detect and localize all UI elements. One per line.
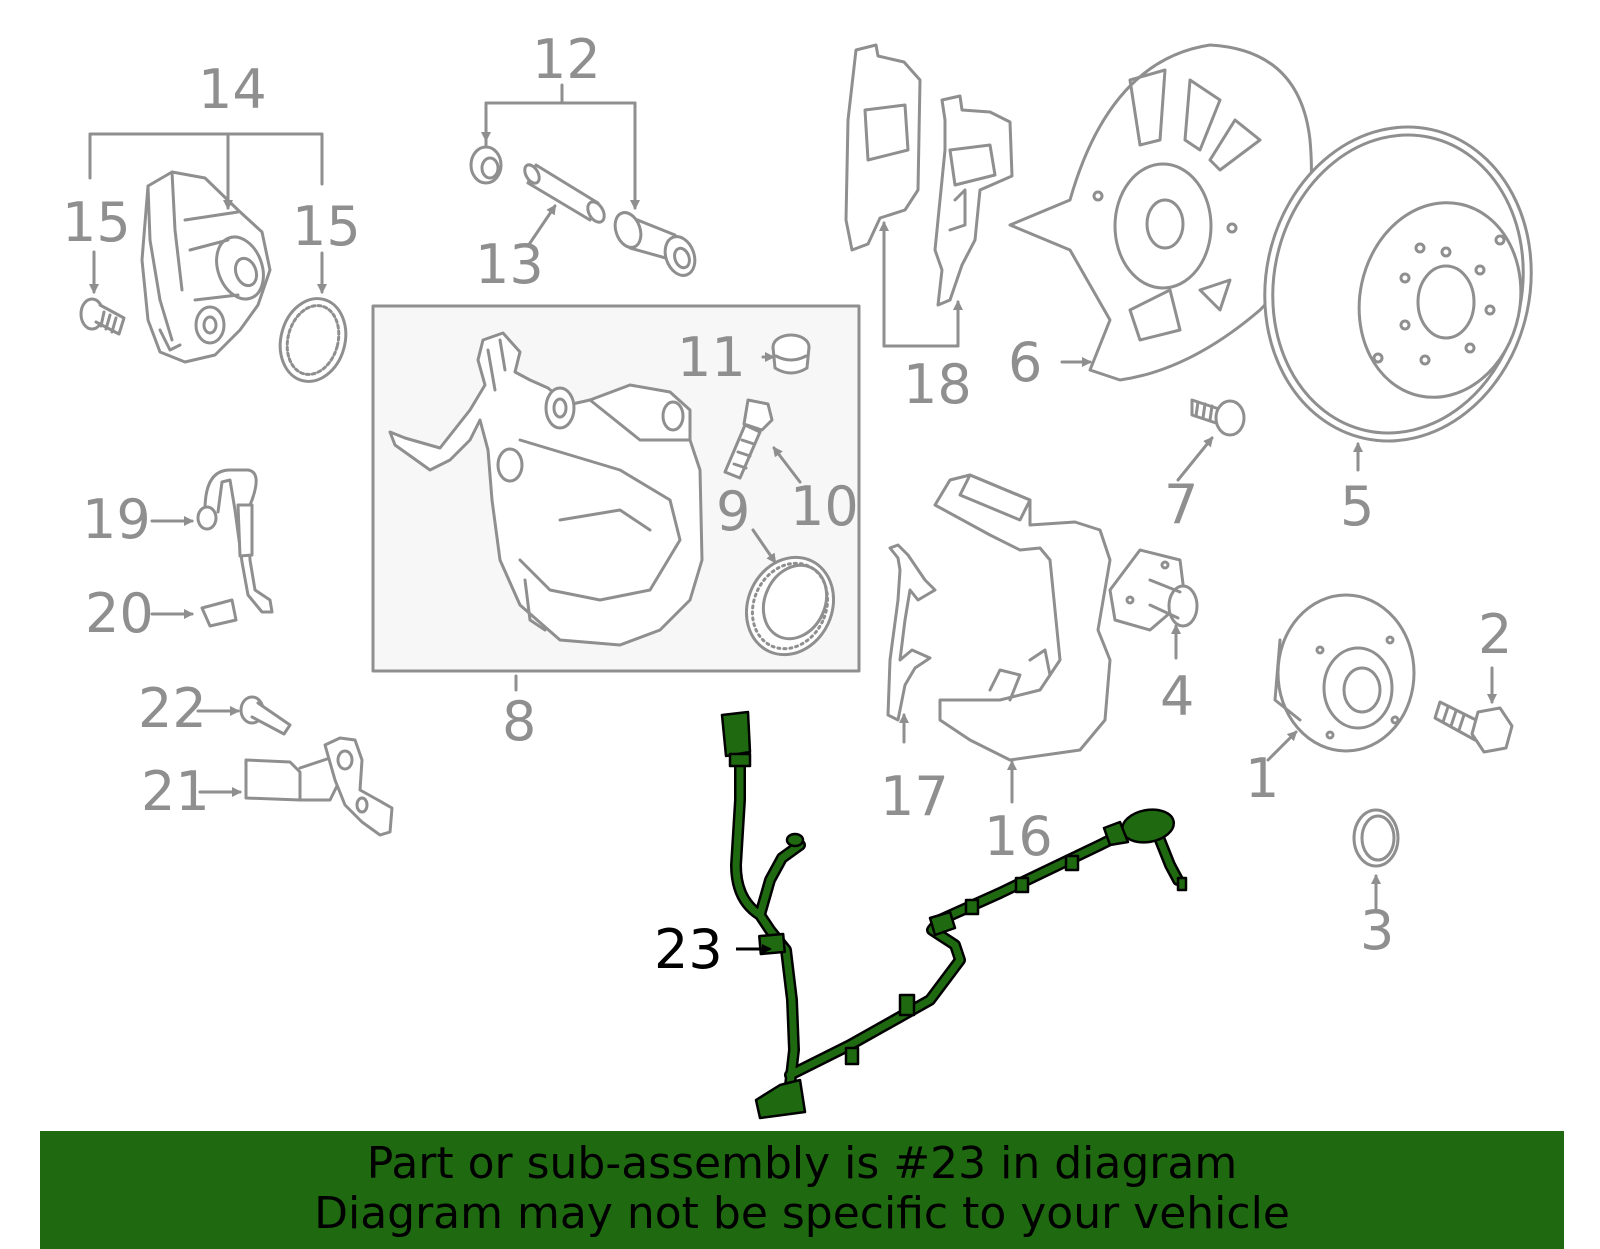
callout-17: 17 — [880, 765, 949, 828]
banner-line-2: Diagram may not be specific to your vehi… — [314, 1188, 1290, 1239]
spring-clip-17 — [886, 543, 937, 722]
bolt-7 — [1190, 398, 1246, 437]
bolt-15-left — [79, 297, 126, 336]
callout-4: 4 — [1160, 665, 1195, 728]
callout-8: 8 — [502, 690, 537, 753]
brake-pads-18 — [844, 43, 1014, 307]
guide-pin-cap-12 — [469, 145, 503, 185]
info-banner: Part or sub-assembly is #23 in diagram D… — [40, 1131, 1564, 1249]
callout-3: 3 — [1360, 899, 1395, 962]
callout-13: 13 — [475, 233, 544, 296]
sensor-bracket-21 — [244, 736, 394, 837]
abs-sensor-harness-23 — [720, 710, 1188, 1120]
callout-10: 10 — [790, 475, 859, 538]
guide-pin-13 — [523, 163, 606, 224]
callout-21: 21 — [141, 760, 210, 823]
brake-motor-part — [140, 170, 272, 364]
dust-cap-3 — [1352, 808, 1400, 868]
seal-ring-15-right — [278, 297, 348, 383]
callout-18: 18 — [903, 353, 972, 416]
wheel-hub-1 — [1273, 593, 1416, 753]
callout-7: 7 — [1164, 473, 1199, 536]
callout-19: 19 — [82, 488, 151, 551]
callout-15-right: 15 — [292, 195, 361, 258]
callout-15-left: 15 — [62, 191, 131, 254]
callout-14: 14 — [198, 58, 267, 121]
callout-5: 5 — [1340, 475, 1375, 538]
callout-2: 2 — [1478, 603, 1513, 666]
callout-16: 16 — [984, 805, 1053, 868]
piston-seal-9 — [744, 555, 836, 657]
callout-20: 20 — [85, 582, 154, 645]
dust-shield-6 — [1008, 43, 1313, 382]
banner-line-1: Part or sub-assembly is #23 in diagram — [366, 1138, 1238, 1189]
brake-caliper-part — [388, 331, 704, 647]
brake-rotor-5 — [1263, 125, 1533, 443]
callout-1: 1 — [1245, 747, 1280, 810]
axle-bolt-2 — [1433, 700, 1514, 754]
callout-6: 6 — [1008, 331, 1043, 394]
callout-22: 22 — [138, 677, 207, 740]
wheel-bearing-bolt-4 — [1108, 548, 1199, 632]
callout-11: 11 — [677, 326, 746, 389]
brake-hose-19 — [196, 468, 274, 614]
callout-23: 23 — [654, 918, 723, 981]
guide-bushing-12 — [613, 211, 697, 277]
hose-clip-20 — [200, 598, 238, 628]
callout-9: 9 — [716, 480, 751, 543]
bleeder-screw-10 — [723, 398, 774, 480]
bleeder-cap-11 — [771, 333, 811, 375]
caliper-carrier-16 — [933, 473, 1112, 762]
bolt-22 — [239, 695, 292, 736]
callout-12: 12 — [532, 28, 601, 91]
